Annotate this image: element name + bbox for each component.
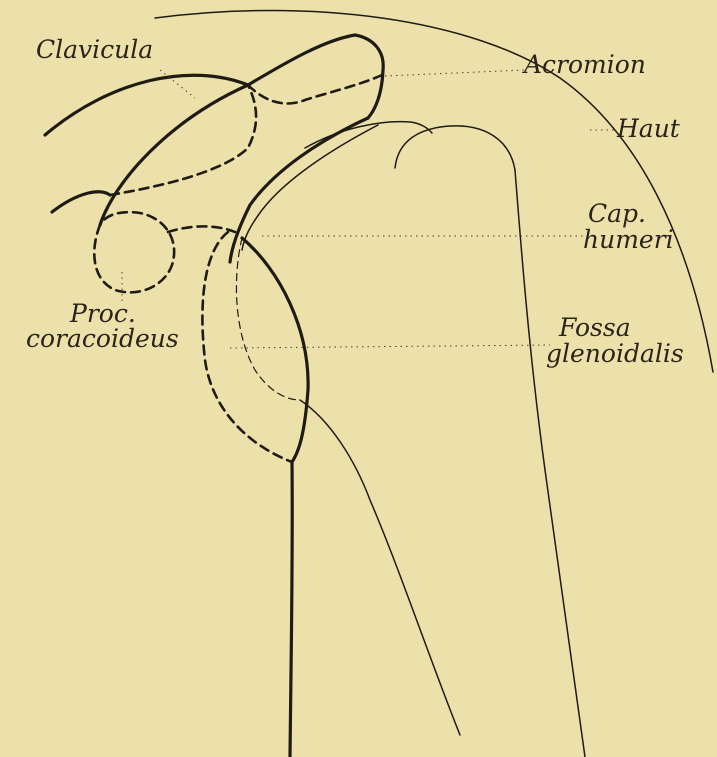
label-coracoideus: coracoideus	[26, 324, 179, 353]
coracoid-neck	[168, 226, 235, 232]
glenoid-fossa-dashed	[202, 232, 292, 462]
clavicle-body-edge	[100, 85, 248, 225]
label-clavicula: Clavicula	[36, 35, 153, 64]
humeral-head-outline	[395, 126, 515, 170]
humerus-lateral-shaft	[515, 170, 585, 757]
label-haut: Haut	[616, 114, 681, 143]
label-fossa: Fossa	[558, 313, 631, 342]
leader-fossa	[230, 345, 550, 348]
humeral-head-top	[305, 122, 432, 148]
label-acromion: Acromion	[522, 50, 646, 79]
scapula-lateral-border	[290, 462, 292, 757]
clavicle-lower-edge	[52, 192, 110, 212]
leader-acromion	[385, 70, 525, 76]
glenoid-fossa-solid	[242, 238, 308, 462]
humeral-head-dashed	[236, 238, 300, 400]
coracoid-process	[94, 212, 174, 292]
label-glenoidalis: glenoidalis	[546, 339, 684, 368]
clavicle-end-dashed	[248, 75, 382, 104]
label-cap: Cap.	[588, 199, 646, 228]
label-humeri: humeri	[583, 225, 674, 254]
clavicle-dashed-lower	[110, 85, 256, 195]
humerus-medial-shaft	[300, 400, 460, 735]
